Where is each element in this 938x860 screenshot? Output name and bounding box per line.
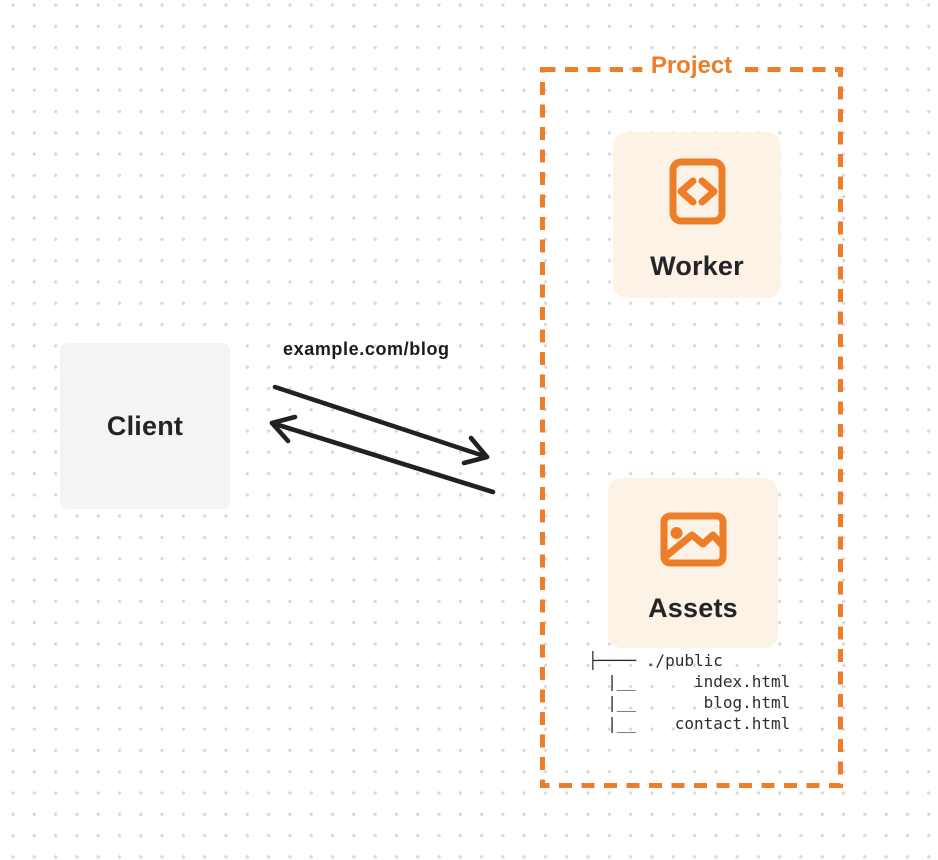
project-title: Project <box>641 51 742 81</box>
assets-node: Assets <box>608 478 778 648</box>
assets-label: Assets <box>648 593 738 623</box>
code-file-icon <box>669 158 726 225</box>
image-icon <box>660 512 727 567</box>
request-arrow-line <box>272 384 490 460</box>
request-arrowhead <box>461 435 490 466</box>
request-url-label: example.com/blog <box>283 339 450 359</box>
response-arrowhead <box>269 414 298 444</box>
assets-file-tree: ├──── ./public |__ index.html |__ blog.h… <box>588 651 791 733</box>
request-response-arrows <box>269 384 496 495</box>
project-container: Project Worker Assets <box>540 51 843 788</box>
project-dashed-border <box>540 67 843 788</box>
response-arrow-line <box>269 420 496 495</box>
client-node: Client <box>60 343 230 509</box>
client-label: Client <box>106 410 184 441</box>
worker-node: Worker <box>613 132 781 298</box>
worker-label: Worker <box>650 251 744 281</box>
